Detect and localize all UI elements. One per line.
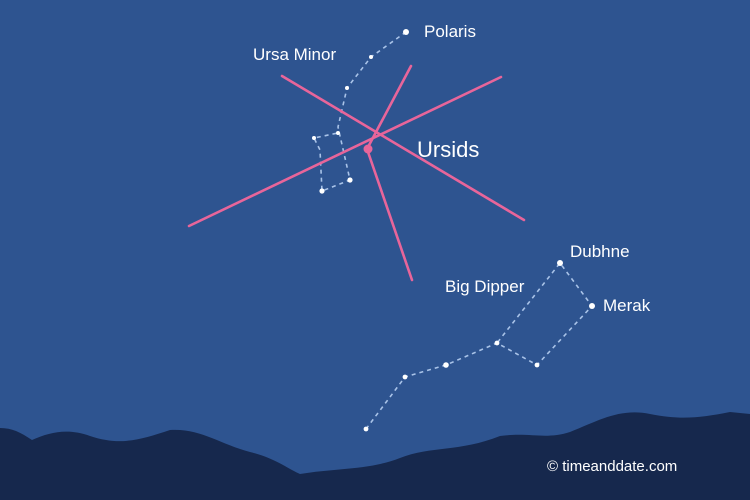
mountain-silhouette [0,412,750,500]
radiant-point [363,144,373,154]
big-dipper-star [534,362,540,368]
big-dipper-lines [365,261,594,430]
big-dipper-star [363,426,369,432]
ursids-label: Ursids [417,137,480,162]
dubhne-star [557,260,563,266]
ursa-minor-star [347,177,353,183]
ursa-minor-star [369,55,373,59]
big-dipper-star [443,362,449,368]
copyright-credit: © timeanddate.com [547,458,678,475]
dubhne-label: Dubhne [570,242,630,261]
big-dipper-star [402,374,408,380]
merak-star [589,303,595,309]
ursa-minor-star [319,188,325,194]
ursa-minor-star [312,136,316,140]
radiant-lines [187,64,526,282]
merak-label: Merak [603,296,651,315]
polaris-star [403,29,409,35]
ursa-minor-label: Ursa Minor [253,45,337,64]
polaris-label: Polaris [424,22,476,41]
ursa-minor-constellation [312,29,409,194]
ursids-radiant [187,64,526,282]
big-dipper-label: Big Dipper [445,277,525,296]
big-dipper-star [494,340,500,346]
ursa-minor-star [336,131,340,135]
ursa-minor-star [345,86,349,90]
big-dipper-constellation [363,260,595,432]
